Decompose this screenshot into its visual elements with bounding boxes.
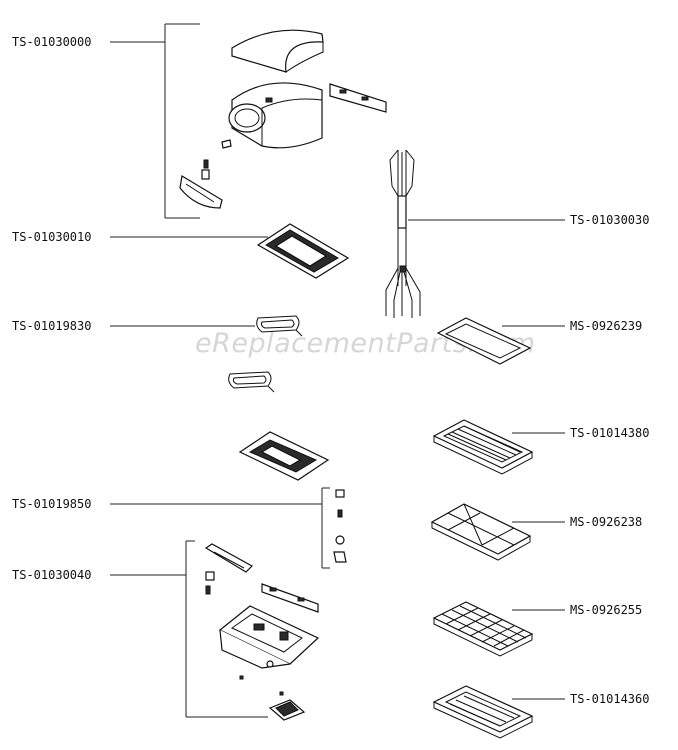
base-screws	[239, 675, 284, 696]
plate-waffle	[432, 601, 534, 657]
part-label-ts-01019830[interactable]: TS-01019830	[12, 319, 92, 333]
leader-lines	[110, 23, 565, 718]
plate-grill	[432, 419, 534, 475]
part-label-ts-01014360[interactable]: TS-01014360	[570, 692, 650, 706]
base-housing	[218, 605, 320, 669]
lower-heating-plate	[238, 431, 330, 481]
handle-latch	[179, 175, 223, 209]
plate-flat	[436, 317, 532, 365]
plate-sandwich	[430, 503, 532, 561]
part-label-ts-01030000[interactable]: TS-01030000	[12, 35, 92, 49]
power-cord	[385, 149, 421, 318]
hinge-bar	[329, 83, 387, 113]
small-fasteners	[201, 139, 232, 180]
upper-heating-plate	[256, 223, 350, 279]
base-cover-plate	[268, 699, 306, 721]
plate-grill-deep	[432, 685, 534, 739]
part-label-ms-0926239[interactable]: MS-0926239	[570, 319, 643, 333]
fastener-set	[333, 489, 347, 563]
base-hinge-bar	[261, 583, 319, 613]
lower-heating-element	[228, 371, 275, 393]
part-label-ts-01030040[interactable]: TS-01030040	[12, 568, 92, 582]
base-small-parts	[205, 571, 215, 595]
base-handle	[204, 543, 253, 573]
main-housing	[228, 82, 323, 149]
part-label-ts-01019850[interactable]: TS-01019850	[12, 497, 92, 511]
top-housing-lid	[231, 29, 324, 73]
part-label-ts-01030010[interactable]: TS-01030010	[12, 230, 92, 244]
part-label-ts-01014380[interactable]: TS-01014380	[570, 426, 650, 440]
part-label-ms-0926238[interactable]: MS-0926238	[570, 515, 643, 529]
part-label-ms-0926255[interactable]: MS-0926255	[570, 603, 643, 617]
upper-heating-element	[256, 315, 303, 337]
part-label-ts-01030030[interactable]: TS-01030030	[570, 213, 650, 227]
